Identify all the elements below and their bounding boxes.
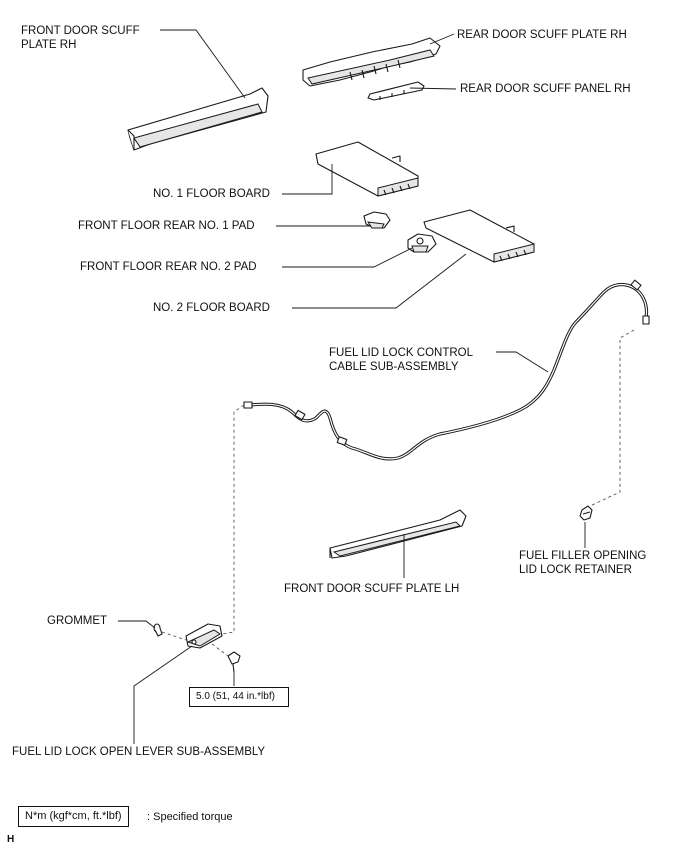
leader-rear-door-scuff-panel-rh <box>409 87 457 90</box>
no1-floor-board-part <box>315 141 419 197</box>
leader-no1-floor-board <box>282 164 333 195</box>
label-front-floor-rear-no1-pad: FRONT FLOOR REAR NO. 1 PAD <box>78 220 255 232</box>
label-fuel-lid-lock-open-lever: FUEL LID LOCK OPEN LEVER SUB-ASSEMBLY <box>12 746 266 758</box>
leader-fuel-lid-lock-control-cable <box>496 351 549 373</box>
cable-to-retainer-dash <box>589 329 635 507</box>
cable-to-lever-dash <box>221 404 245 635</box>
fuel-lid-lock-open-lever-part <box>185 623 223 649</box>
front-door-scuff-plate-rh-part <box>127 87 269 151</box>
label-no2-floor-board: NO. 2 FLOOR BOARD <box>153 302 270 314</box>
leader-front-floor-rear-no2-pad <box>282 247 413 268</box>
label-fuel-filler-opening-lid-lock-retainer: FUEL FILLER OPENING LID LOCK RETAINER <box>519 550 647 576</box>
label-fuel-lid-lock-control-cable: FUEL LID LOCK CONTROL CABLE SUB-ASSEMBLY <box>329 347 473 373</box>
leader-grommet <box>118 620 156 629</box>
rear-door-scuff-panel-rh-part <box>367 81 425 101</box>
label-grommet: GROMMET <box>47 615 108 627</box>
figure-code: H <box>7 834 15 845</box>
grommet-to-lever-dash <box>161 631 187 641</box>
leader-front-door-scuff-plate-rh <box>160 29 246 99</box>
front-floor-rear-no2-pad-part <box>407 233 437 253</box>
label-no1-floor-board: NO. 1 FLOOR BOARD <box>153 188 270 200</box>
bolt-to-lever-dash <box>211 643 229 657</box>
torque-spec-box: 5.0 (51, 44 in.*lbf) <box>189 687 289 707</box>
leader-rear-door-scuff-plate-rh <box>429 33 455 45</box>
bolt-part <box>227 651 241 673</box>
label-front-door-scuff-plate-rh: FRONT DOOR SCUFF PLATE RH <box>21 25 140 51</box>
label-rear-door-scuff-plate-rh: REAR DOOR SCUFF PLATE RH <box>457 29 627 41</box>
legend-torque-unit-box: N*m (kgf*cm, ft.*lbf) <box>18 806 129 827</box>
fuel-filler-opening-lid-lock-retainer-part <box>579 505 593 521</box>
front-door-scuff-plate-lh-part <box>329 509 467 559</box>
rear-door-scuff-plate-rh-part <box>302 37 441 87</box>
fuel-lid-lock-control-cable-part <box>243 279 650 461</box>
leader-no2-floor-board <box>292 253 467 309</box>
no2-floor-board-part <box>423 209 535 263</box>
legend-description: : Specified torque <box>147 811 233 823</box>
grommet-part <box>153 623 163 637</box>
label-front-floor-rear-no2-pad: FRONT FLOOR REAR NO. 2 PAD <box>80 261 257 273</box>
label-front-door-scuff-plate-lh: FRONT DOOR SCUFF PLATE LH <box>284 583 460 595</box>
leader-fuel-lid-lock-open-lever <box>133 645 193 744</box>
front-floor-rear-no1-pad-part <box>363 211 391 229</box>
label-rear-door-scuff-panel-rh: REAR DOOR SCUFF PANEL RH <box>460 83 631 95</box>
